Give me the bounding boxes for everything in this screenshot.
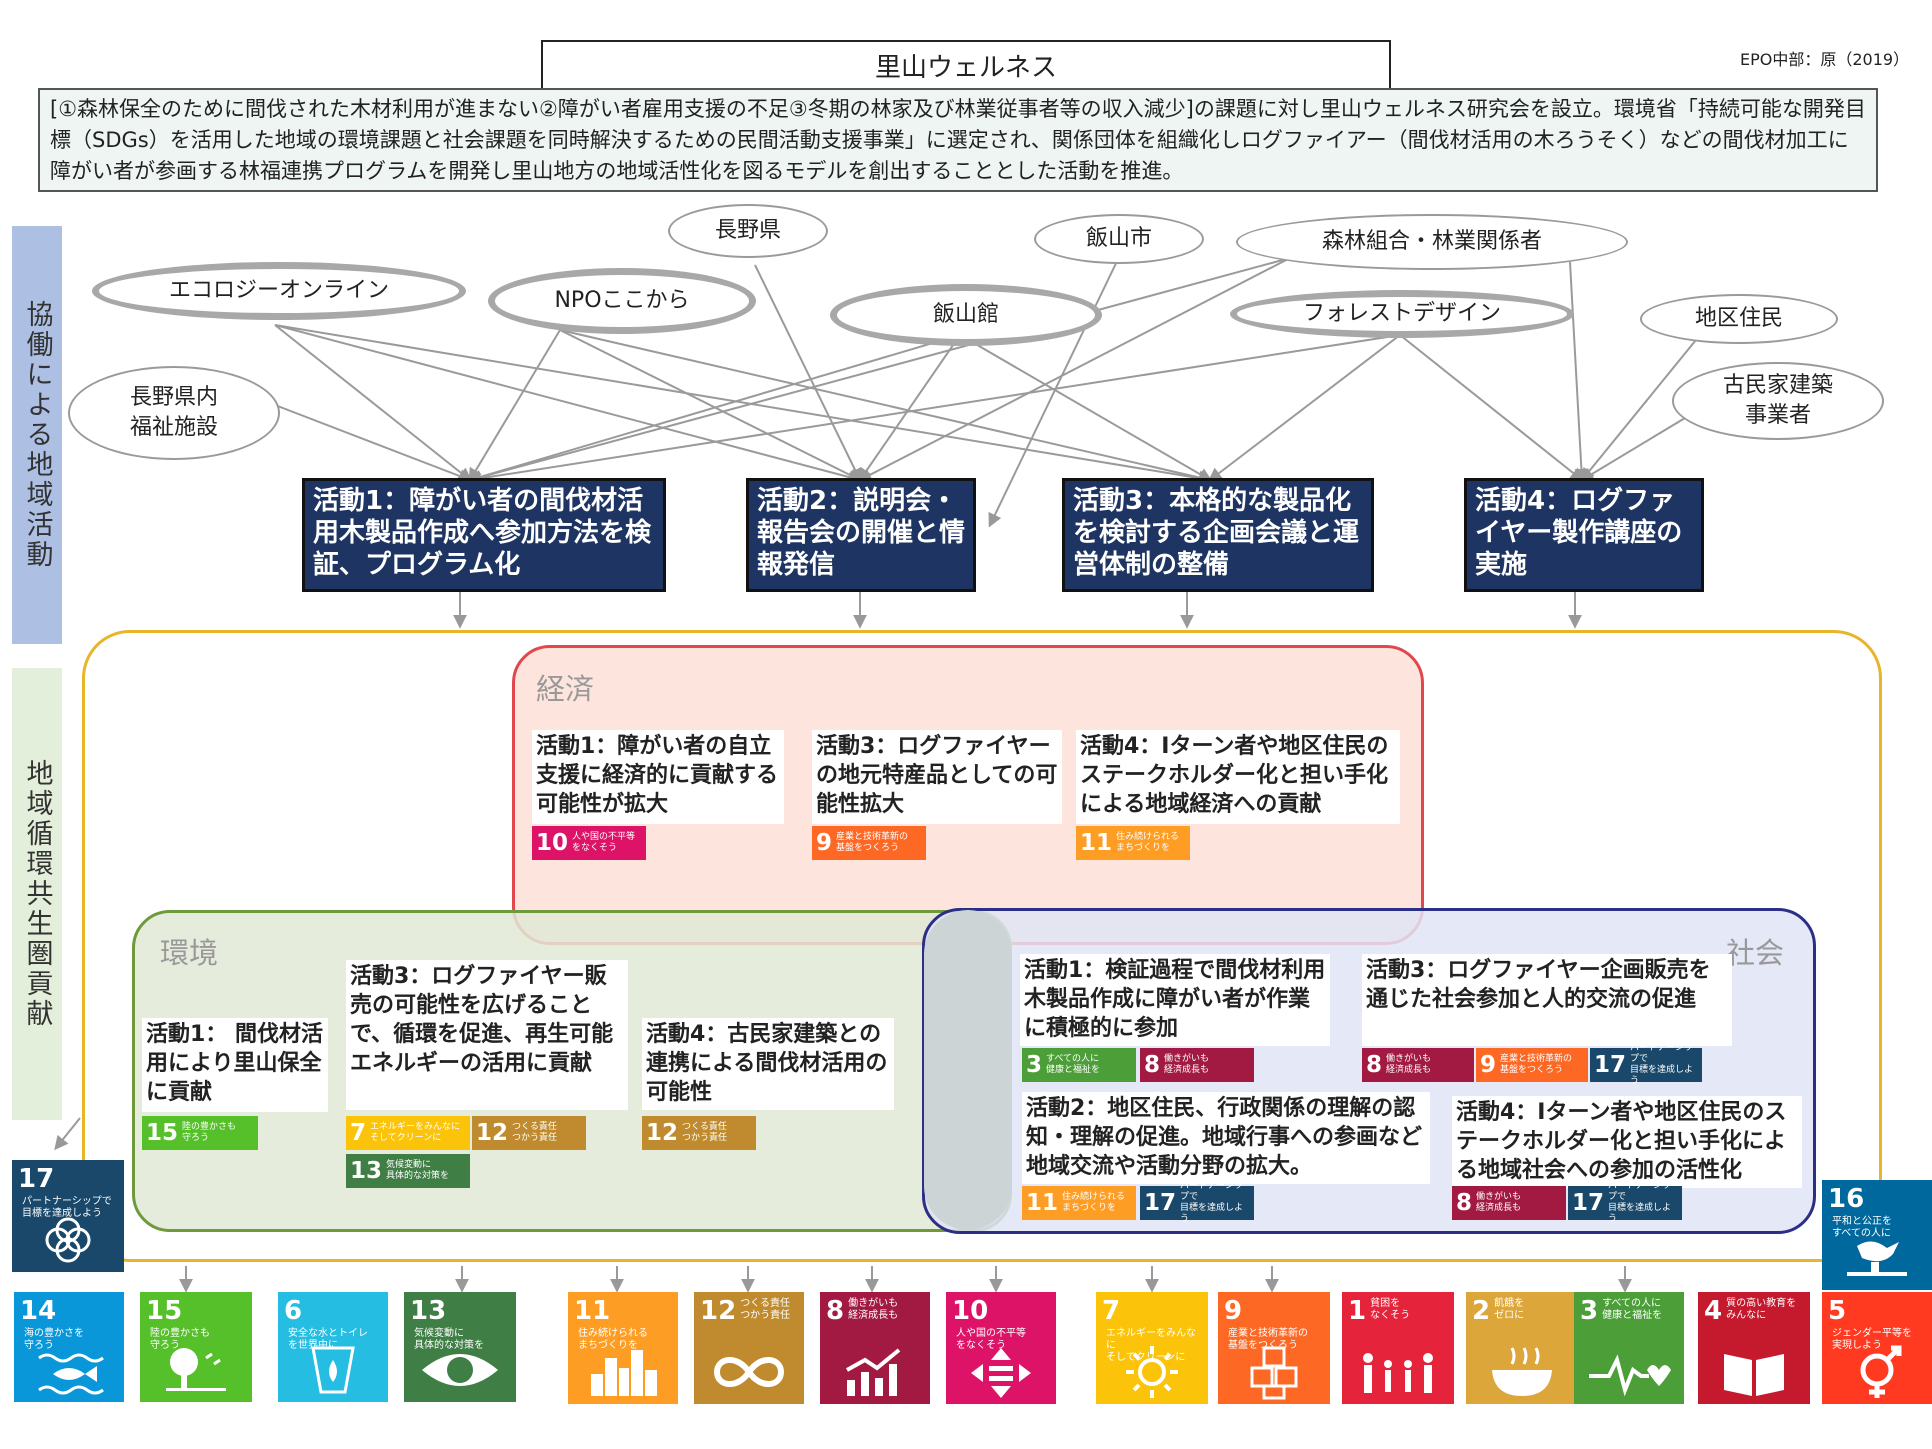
water-drop-icon [311,1346,355,1394]
sdg-tile-10: 10人や国の不平等 をなくそう [946,1292,1056,1404]
society-item-1: 活動1：検証過程で間伐材利用木製品作成に障がい者が作業に積極的に参加 [1020,954,1330,1046]
stakeholder-npo-kokokara: NPOここから [488,268,756,334]
dove-icon [1847,1241,1907,1276]
sdg-tile-9: 9産業と技術革新の 基盤をつくろう [1218,1292,1330,1404]
activity-4: 活動4：ログファイヤー製作講座の実施 [1464,478,1704,592]
stakeholder-kominka: 古民家建築 事業者 [1672,362,1884,440]
environment-item-1: 活動1： 間伐材活用により里山保全に貢献 [142,1018,328,1112]
fish-icon [38,1353,104,1395]
cubes-icon [1250,1346,1298,1400]
environment-item-4: 活動4：古民家建築との連携による間伐材活用の可能性 [642,1018,894,1110]
infinity-icon [713,1357,785,1387]
stakeholder-forest-union: 森林組合・林業関係者 [1236,214,1628,270]
sdg-tile-17: 17パートナーシップで 目標を達成しよう [12,1160,124,1272]
sdg-tile-14: 14海の豊かさを 守ろう [14,1292,124,1402]
earth-eye-icon [422,1354,498,1386]
environment-item-3: 活動3：ログファイヤー販売の可能性を広げることで、循環を促進、再生可能エネルギー… [346,960,628,1110]
band-collaboration: 協働による地域活動 [12,226,62,644]
stakeholder-nagano-pref: 長野県 [668,204,828,258]
sun-icon [1126,1346,1178,1398]
page-title: 里山ウェルネス [541,40,1391,90]
sdg-tile-15: 15陸の豊かさも 守ろう [140,1292,252,1402]
stakeholder-forest-design: フォレストデザイン [1230,290,1574,338]
economy-item-3: 活動3：ログファイヤーの地元特産品としての可能性拡大 [812,730,1062,824]
economy-item-4: 活動4：Iターン者や地区住民のステークホルダー化と担い手化による地域経済への貢献 [1076,730,1400,824]
economy-item-1: 活動1：障がい者の自立支援に経済的に貢献する可能性が拡大 [532,730,784,824]
summary-text: [①森林保全のために間伐された木材利用が進まない②障がい者雇用支援の不足③冬期の… [38,88,1878,192]
stakeholder-ecology-online: エコロジーオンライン [92,262,466,320]
gender-icon [1860,1345,1902,1398]
sdg-tile-11: 11住み続けられる まちづくりを [568,1292,678,1404]
equality-icon [971,1348,1031,1398]
band-contribution: 地域循環共生圏貢献 [12,668,62,1120]
economy-label: 経済 [536,672,595,706]
stakeholder-iiyama-city: 飯山市 [1034,214,1204,264]
tree-icon [166,1348,226,1391]
stakeholder-iiyamakan: 飯山館 [830,284,1102,346]
heartbeat-icon [1589,1354,1671,1397]
society-item-2: 活動2：地区住民、行政関係の理解の認知・理解の促進。地域行事への参画など地域交流… [1022,1092,1430,1184]
society-item-4: 活動4：Iターン者や地区住民のステークホルダー化と担い手化による地域社会への参加… [1452,1096,1802,1188]
growth-chart-icon [846,1348,901,1396]
overlap-region [924,910,1012,1230]
stakeholder-welfare: 長野県内 福祉施設 [68,366,280,460]
bowl-icon [1492,1347,1552,1396]
book-icon [1724,1354,1784,1396]
credit-text: EPO中部：原（2019） [1740,50,1910,69]
family-icon [1363,1353,1433,1393]
stakeholder-residents: 地区住民 [1640,294,1838,344]
activity-1: 活動1：障がい者の間伐材活用木製品作成へ参加方法を検証、プログラム化 [302,478,666,592]
activity-3: 活動3：本格的な製品化を検討する企画会議と運営体制の整備 [1062,478,1374,592]
activity-2: 活動2：説明会・報告会の開催と情報発信 [746,478,976,592]
society-item-3: 活動3：ログファイヤー企画販売を通じた社会参加と人的交流の促進 [1362,954,1732,1046]
sdg-tile-5: 5ジェンダー平等を 実現しよう [1822,1292,1932,1404]
city-icon [591,1350,657,1396]
sdg-tile-6: 6安全な水とトイレ を世界中に [278,1292,388,1402]
sdg-tile-16: 16平和と公正を すべての人に [1822,1180,1932,1290]
regional-circle-frame [82,630,1882,1262]
environment-label: 環境 [160,936,219,970]
sdg-tile-13: 13気候変動に 具体的な対策を [404,1292,516,1402]
society-label: 社会 [1726,936,1785,970]
sdg-tile-7: 7エネルギーをみんなに そしてクリーンに [1096,1292,1208,1404]
rings-icon [45,1217,91,1263]
